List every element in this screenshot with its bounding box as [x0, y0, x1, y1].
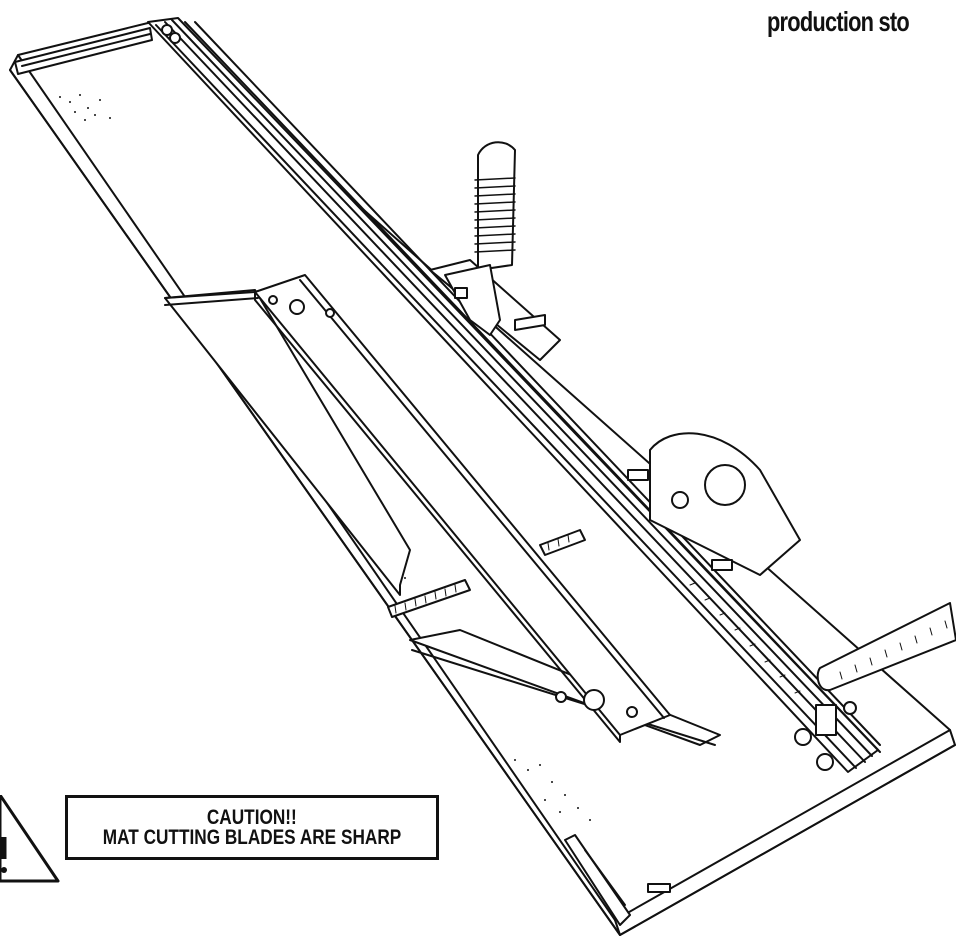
guide-rail — [147, 17, 881, 773]
squaring-arm — [254, 274, 671, 743]
warning-triangle-icon — [0, 795, 60, 883]
rail-scale — [689, 582, 801, 694]
production-stop-arm — [815, 602, 956, 736]
page-heading: production sto — [767, 6, 910, 37]
bevel-cutter-head — [429, 141, 561, 361]
ruler-scales — [387, 529, 586, 618]
board-hinge — [564, 834, 671, 926]
caution-title: CAUTION!! — [207, 805, 297, 829]
caution-label: CAUTION!! MAT CUTTING BLADES ARE SHARP — [65, 795, 439, 860]
straight-cutter-block — [627, 432, 801, 576]
caution-message: MAT CUTTING BLADES ARE SHARP — [102, 825, 402, 849]
top-stop-bar — [14, 27, 153, 75]
